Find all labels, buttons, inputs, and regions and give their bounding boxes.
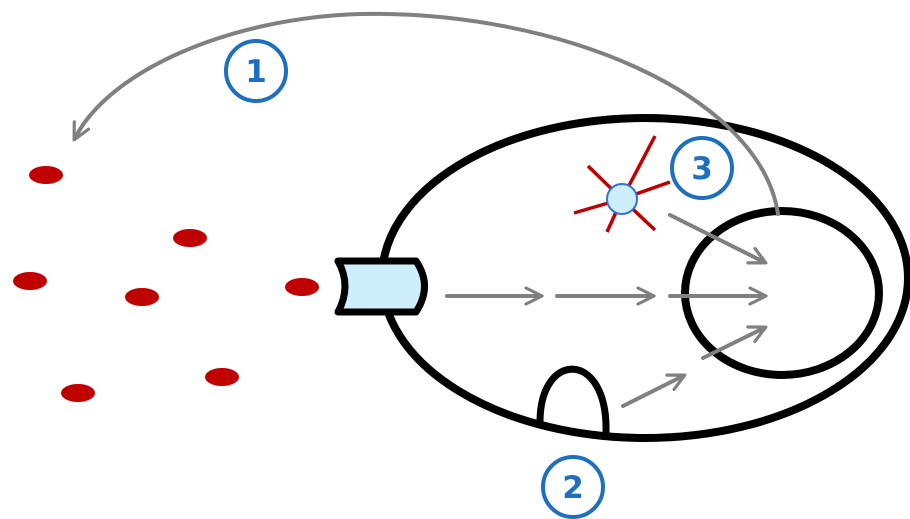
receptor-core: [606, 183, 638, 215]
membrane-bud: [536, 365, 610, 436]
particle: [29, 166, 63, 184]
particle: [205, 368, 239, 386]
particle: [61, 384, 95, 402]
particle: [13, 272, 47, 290]
step-badge-1: 1: [224, 39, 288, 103]
particle: [285, 278, 319, 296]
step-badge-3-label: 3: [691, 151, 713, 187]
membrane-channel: [334, 257, 428, 316]
receptor: [573, 135, 671, 233]
export-arrow: [72, 11, 780, 216]
step-badge-3: 3: [670, 136, 734, 200]
step-badge-2-label: 2: [562, 470, 584, 506]
step-badge-2: 2: [541, 455, 605, 519]
bud-arrow-2: [701, 325, 768, 360]
receptor-arrow: [668, 213, 768, 265]
particles: [13, 166, 319, 402]
step-badge-1-label: 1: [245, 54, 267, 90]
particle: [173, 229, 207, 247]
bud-arrow-1: [621, 373, 687, 408]
particle: [125, 288, 159, 306]
cell-membrane: [378, 114, 910, 442]
nucleus: [681, 207, 883, 379]
